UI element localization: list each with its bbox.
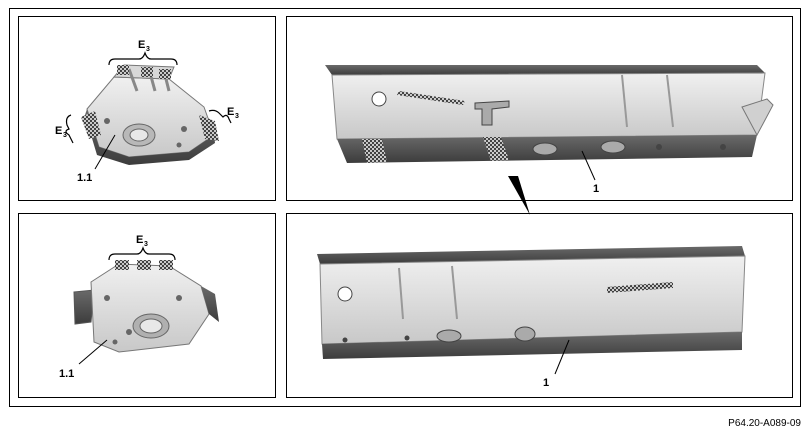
- figure-frame: [9, 8, 801, 407]
- part-label: 1.1: [59, 368, 74, 380]
- weld-label-sub: 3: [144, 241, 148, 248]
- weld-brace: [108, 246, 176, 261]
- part-label: 1: [543, 377, 549, 389]
- weld-label: E: [138, 39, 145, 51]
- weld-zone: [607, 282, 673, 293]
- part-label: 1: [593, 183, 599, 195]
- bracket-drawing-top: E 3 E 3 E 3 1.1: [55, 39, 239, 184]
- weld-zone: [137, 260, 151, 270]
- weld-zone: [199, 115, 219, 141]
- weld-zone: [483, 137, 509, 161]
- panel-bracket-top: E 3 E 3 E 3 1.1: [18, 16, 276, 201]
- leader-line: [554, 339, 570, 375]
- rail-drawing-top: 1: [325, 65, 774, 195]
- reference-code: P64.20-A089-09: [728, 418, 801, 429]
- leader-line: [581, 150, 596, 181]
- panel-rail-top: 1: [286, 16, 793, 201]
- weld-zone: [115, 260, 129, 270]
- weld-label-sub: 3: [63, 132, 67, 139]
- weld-label-sub: 3: [146, 46, 150, 53]
- weld-zone: [117, 65, 129, 75]
- weld-label: E: [55, 125, 62, 137]
- weld-zone: [81, 111, 101, 139]
- weld-brace: [65, 114, 74, 144]
- rail-drawing-bottom: 1: [317, 246, 746, 389]
- weld-brace: [208, 109, 232, 124]
- weld-brace: [108, 51, 178, 66]
- panel-bracket-bottom: E 3 1.1: [18, 213, 276, 398]
- weld-zone: [397, 91, 465, 105]
- weld-label-sub: 3: [235, 113, 239, 120]
- weld-label: E: [227, 106, 234, 118]
- leader-line: [94, 134, 116, 170]
- leader-line: [78, 339, 108, 365]
- weld-zone: [141, 67, 153, 77]
- weld-zone: [159, 260, 173, 270]
- weld-label: E: [136, 234, 143, 246]
- weld-zone: [159, 69, 171, 79]
- weld-zone: [362, 139, 387, 163]
- part-label: 1.1: [77, 172, 92, 184]
- bracket-drawing-bottom: E 3 1.1: [59, 234, 219, 380]
- panel-rail-bottom: 1: [286, 213, 793, 398]
